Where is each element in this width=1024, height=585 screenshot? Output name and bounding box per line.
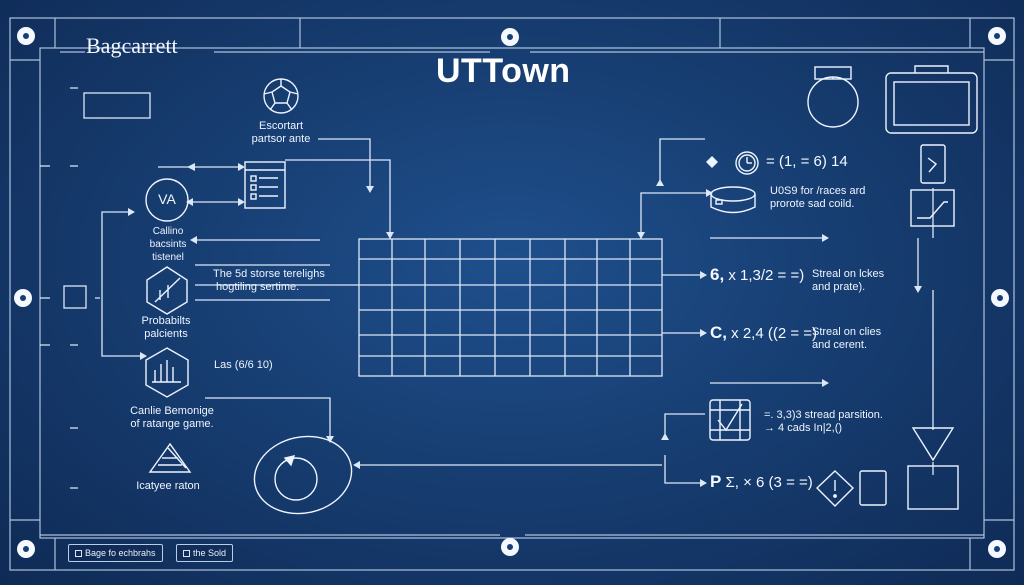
row5-text: =. 3,3)3 stread parsition.→ 4 cads In|2,… xyxy=(764,409,883,434)
globe-icon xyxy=(263,78,299,114)
footer-button-sold[interactable]: the Sold xyxy=(176,544,234,562)
row1-formula: = (1, = 6) 14 xyxy=(766,153,848,170)
va-circle xyxy=(145,178,189,222)
warning-diamond-icon xyxy=(815,470,855,507)
outer-frame xyxy=(9,17,1015,571)
bar-chart-icon xyxy=(145,347,189,398)
inner-frame xyxy=(39,47,985,539)
empty-box-topleft xyxy=(83,92,151,119)
row3-formula: 6, x 1,3/2 = =) xyxy=(710,265,805,284)
brand-title: Bagcarrett xyxy=(86,33,178,58)
funnel-icon xyxy=(911,427,955,462)
orbit-ellipse-icon xyxy=(253,435,353,515)
checkbox-icon xyxy=(75,550,82,558)
small-box-left xyxy=(63,285,87,309)
va-badge: VA xyxy=(158,191,176,207)
monitor-icon xyxy=(885,65,978,134)
las-label: Las (6/6 10) xyxy=(214,359,273,371)
stopwatch-icon xyxy=(807,66,859,128)
row4-formula: C, x 2,4 ((2 = =) xyxy=(710,323,818,342)
triangle-ruler-icon xyxy=(148,442,192,473)
output-box xyxy=(907,465,959,510)
katyee-label: Icatyee raton xyxy=(136,480,200,492)
checkbox-icon xyxy=(183,550,190,558)
document-icon xyxy=(244,161,286,209)
slider-box-icon xyxy=(910,189,955,227)
square-box-icon xyxy=(859,470,887,506)
chart-cube-icon xyxy=(146,266,188,315)
phone-icon xyxy=(920,144,946,184)
row6-formula: P Σ, × 6 (3 = =) xyxy=(710,472,813,491)
page-title: UTTown xyxy=(436,52,571,90)
corner-bolts xyxy=(14,27,1009,558)
footer-button-echbrahs[interactable]: Bage fo echbrahs xyxy=(68,544,163,562)
database-icon xyxy=(710,186,756,214)
grid-table xyxy=(358,238,663,377)
check-grid-icon xyxy=(709,399,751,441)
clock-icon xyxy=(735,151,759,175)
